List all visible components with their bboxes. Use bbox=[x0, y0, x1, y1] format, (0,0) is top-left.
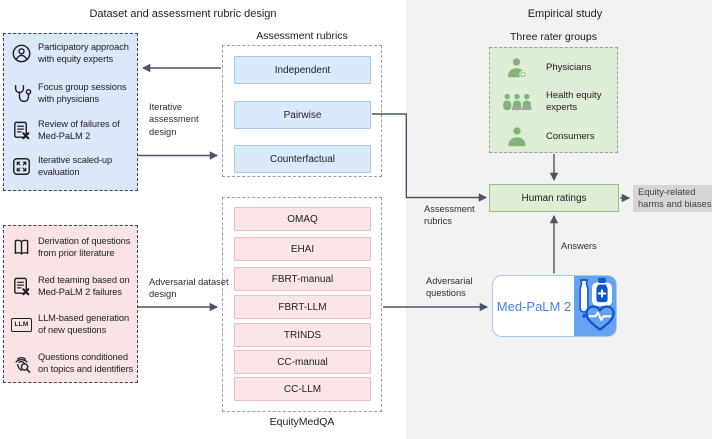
med-palm-2-box: Med-PaLM 2 bbox=[492, 275, 617, 337]
design-item-label: Focus group sessions with physicians bbox=[38, 82, 127, 104]
dataset-chip-ehai: EHAI bbox=[234, 237, 371, 261]
rubric-design-methods-box: Participatory approach with equity exper… bbox=[3, 33, 138, 191]
adversarial-methods-box: Derivation of questions from prior liter… bbox=[3, 225, 138, 383]
dataset-chip-cc-manual: CC-manual bbox=[234, 350, 371, 374]
dataset-chip-fbrt-llm: FBRT-LLM bbox=[234, 295, 371, 319]
stethoscope-icon bbox=[11, 83, 32, 104]
dataset-chip-omaq: OMAQ bbox=[234, 207, 371, 231]
adversarial-item-label: Questions conditioned on topics and iden… bbox=[38, 352, 134, 374]
rater-groups-box: Physicians Health equity experts bbox=[489, 47, 618, 153]
dataset-chip-trinds: TRINDS bbox=[234, 323, 371, 347]
rater-group-label: Physicians bbox=[546, 62, 592, 74]
equitymedqa-label: EquityMedQA bbox=[269, 416, 335, 428]
design-item-label: Review of failures of Med-PaLM 2 bbox=[38, 119, 120, 141]
person-icon bbox=[500, 125, 534, 149]
dropper-icon bbox=[579, 279, 589, 318]
adversarial-item-label: LLM-based generation of new questions bbox=[38, 313, 130, 335]
assessment-rubrics-box: Independent Pairwise Counterfactual bbox=[222, 45, 382, 177]
document-failure-icon bbox=[11, 276, 32, 297]
list-item: Physicians bbox=[500, 55, 615, 81]
heart-pulse-icon bbox=[585, 305, 615, 331]
list-item: Questions conditioned on topics and iden… bbox=[11, 352, 137, 375]
assessment-rubrics-arrow-label: Assessment rubrics bbox=[424, 204, 475, 227]
fingerprint-search-icon bbox=[11, 353, 32, 374]
adversarial-questions-arrow-label: Adversarial questions bbox=[426, 276, 473, 299]
rater-group-label: Health equity experts bbox=[546, 90, 602, 113]
list-item: Derivation of questions from prior liter… bbox=[11, 236, 137, 259]
rater-group-label: Consumers bbox=[546, 131, 595, 143]
med-palm-2-label: Med-PaLM 2 bbox=[496, 298, 572, 314]
dataset-chip-fbrt-manual: FBRT-manual bbox=[234, 267, 371, 291]
adversarial-dataset-design-label: Adversarial dataset design bbox=[149, 277, 229, 300]
list-item: Focus group sessions with physicians bbox=[11, 82, 137, 105]
list-item: Consumers bbox=[500, 124, 615, 150]
document-failure-icon bbox=[11, 120, 32, 141]
people-group-icon bbox=[500, 92, 534, 113]
equitymedqa-box: OMAQ EHAI FBRT-manual FBRT-LLM TRINDS CC… bbox=[222, 197, 382, 412]
assessment-rubrics-title: Assessment rubrics bbox=[256, 30, 348, 42]
rubric-chip-pairwise: Pairwise bbox=[234, 101, 371, 129]
rubric-chip-independent: Independent bbox=[234, 56, 371, 84]
llm-badge-icon: LLM bbox=[11, 317, 32, 332]
iterative-assessment-design-label: Iterative assessment design bbox=[149, 102, 199, 137]
design-item-label: Iterative scaled-up evaluation bbox=[38, 155, 113, 177]
adversarial-item-label: Red teaming based on Med-PaLM 2 failures bbox=[38, 275, 130, 297]
left-section-title: Dataset and assessment rubric design bbox=[89, 8, 277, 20]
adversarial-item-label: Derivation of questions from prior liter… bbox=[38, 236, 131, 258]
book-icon bbox=[11, 237, 32, 258]
person-circle-icon bbox=[11, 43, 32, 64]
dataset-chip-cc-llm: CC-LLM bbox=[234, 377, 371, 401]
physician-person-icon bbox=[500, 56, 534, 80]
rater-groups-title: Three rater groups bbox=[510, 31, 597, 43]
list-item: LLM LLM-based generation of new question… bbox=[11, 313, 137, 336]
design-item-label: Participatory approach with equity exper… bbox=[38, 42, 129, 64]
medicine-bottle-icon bbox=[592, 277, 612, 306]
scale-up-icon bbox=[11, 156, 32, 177]
list-item: Iterative scaled-up evaluation bbox=[11, 155, 137, 178]
equity-harms-box: Equity-related harms and biases bbox=[633, 185, 712, 212]
list-item: Participatory approach with equity exper… bbox=[11, 42, 137, 65]
list-item: Health equity experts bbox=[500, 86, 615, 118]
rubric-chip-counterfactual: Counterfactual bbox=[234, 145, 371, 173]
right-section-title: Empirical study bbox=[527, 8, 603, 20]
list-item: Red teaming based on Med-PaLM 2 failures bbox=[11, 275, 137, 298]
llm-badge-text: LLM bbox=[11, 317, 32, 332]
list-item: Review of failures of Med-PaLM 2 bbox=[11, 119, 137, 142]
answers-arrow-label: Answers bbox=[561, 241, 597, 251]
human-ratings-box: Human ratings bbox=[489, 184, 619, 212]
